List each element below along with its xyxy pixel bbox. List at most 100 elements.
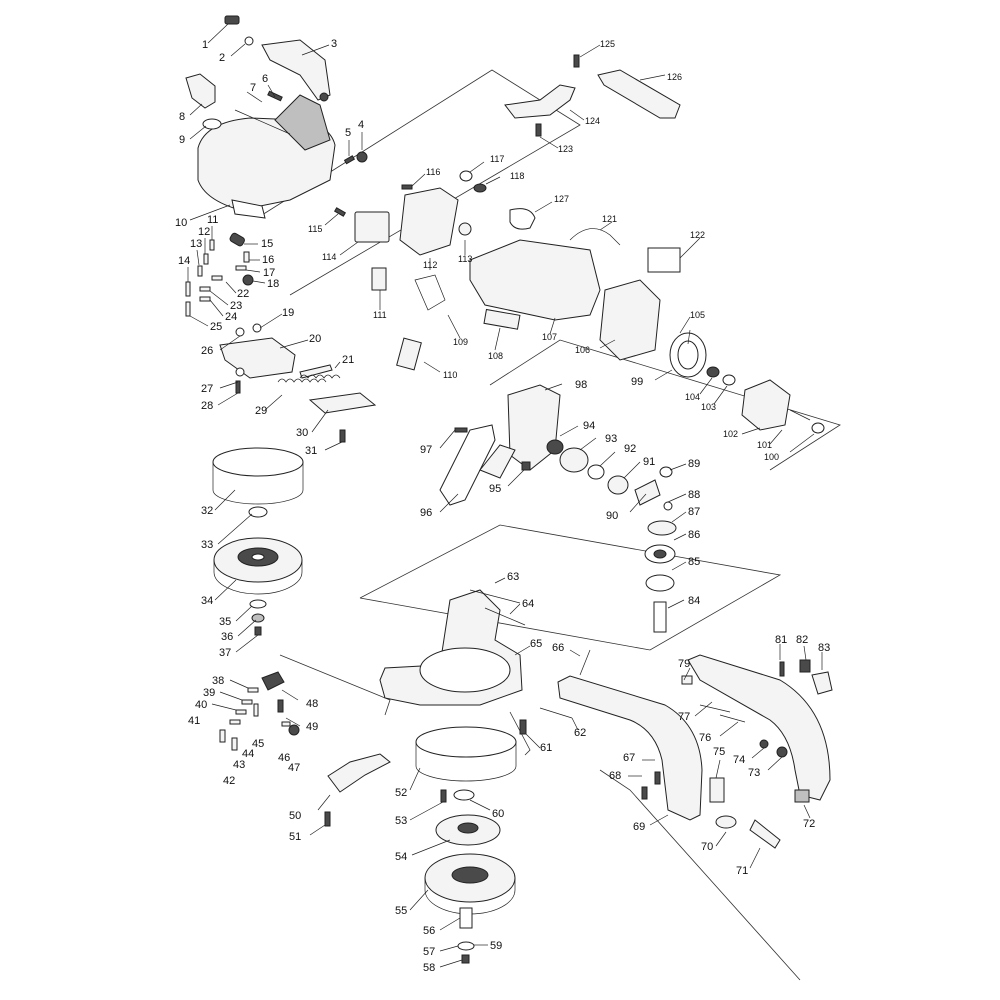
part-label-123: 123: [558, 144, 573, 154]
part-label-8: 8: [179, 111, 185, 123]
part-label-69: 69: [633, 821, 645, 833]
part-label-40: 40: [195, 699, 207, 711]
part-label-71: 71: [736, 865, 748, 877]
part-label-3: 3: [331, 38, 337, 50]
part-label-113: 113: [458, 254, 472, 264]
part-label-106: 106: [575, 345, 590, 355]
part-label-100: 100: [764, 452, 779, 462]
part-label-10: 10: [175, 217, 187, 229]
spring-29: [277, 378, 327, 383]
part-label-2: 2: [219, 52, 225, 64]
part-label-46: 46: [278, 752, 290, 764]
part-label-17: 17: [263, 267, 275, 279]
guard-72: [687, 654, 831, 801]
part-label-59: 59: [490, 940, 502, 952]
part-label-30: 30: [296, 427, 308, 439]
part-label-19: 19: [282, 307, 294, 319]
part-label-76: 76: [699, 732, 711, 744]
upper-cover-assembly: [185, 15, 368, 219]
part-label-102: 102: [723, 429, 738, 439]
part-label-39: 39: [203, 687, 215, 699]
part-label-110: 110: [443, 370, 457, 380]
part-label-11: 11: [207, 214, 218, 226]
part-label-27: 27: [201, 383, 213, 395]
part-label-84: 84: [688, 595, 700, 607]
part-label-16: 16: [262, 254, 274, 266]
part-label-118: 118: [510, 171, 524, 181]
assembly-frames: [261, 69, 841, 981]
lower-left-hardware: [219, 671, 391, 827]
part-label-98: 98: [575, 379, 587, 391]
bracket: [274, 94, 331, 151]
part-label-86: 86: [688, 529, 700, 541]
part-label-107: 107: [542, 332, 557, 342]
part-label-125: 125: [600, 39, 615, 49]
part-label-117: 117: [490, 154, 504, 164]
part-label-49: 49: [306, 721, 318, 733]
part-label-104: 104: [685, 392, 700, 402]
cover-96: [439, 424, 496, 506]
plate-30: [308, 392, 377, 414]
part-label-14: 14: [178, 255, 190, 267]
part-label-38: 38: [212, 675, 224, 687]
frame-assembly: [557, 649, 833, 849]
part-label-58: 58: [423, 962, 435, 974]
screw-6: [267, 90, 283, 102]
part-label-108: 108: [488, 351, 503, 361]
gear-assembly: [439, 384, 677, 633]
part-label-57: 57: [423, 946, 435, 958]
part-label-42: 42: [223, 775, 235, 787]
armature-102: [741, 379, 791, 431]
part-label-61: 61: [540, 742, 552, 754]
motor-housing-107: [469, 239, 601, 321]
part-label-87: 87: [688, 506, 700, 518]
knob: [185, 73, 216, 109]
part-label-22: 22: [237, 288, 249, 300]
stator-106: [599, 279, 661, 361]
part-label-5: 5: [345, 127, 351, 139]
part-label-1: 1: [202, 39, 208, 51]
part-label-97: 97: [420, 444, 432, 456]
part-label-36: 36: [221, 631, 233, 643]
part-label-73: 73: [748, 767, 760, 779]
base-assembly: [379, 589, 573, 964]
part-label-51: 51: [289, 831, 301, 843]
part-label-43: 43: [233, 759, 245, 771]
part-label-85: 85: [688, 556, 700, 568]
part-label-77: 77: [678, 711, 690, 723]
arm-lever: [261, 39, 331, 101]
part-label-64: 64: [522, 598, 534, 610]
part-label-94: 94: [583, 420, 595, 432]
motor-assembly: [333, 54, 681, 371]
part-label-95: 95: [489, 483, 501, 495]
part-label-124: 124: [585, 116, 600, 126]
part-label-9: 9: [179, 134, 185, 146]
part-label-50: 50: [289, 810, 301, 822]
part-label-65: 65: [530, 638, 542, 650]
part-label-35: 35: [219, 616, 231, 628]
part-label-7: 7: [250, 82, 256, 94]
part-label-116: 116: [426, 167, 440, 177]
part-label-105: 105: [690, 310, 705, 320]
part-label-70: 70: [701, 841, 713, 853]
part-label-67: 67: [623, 752, 635, 764]
upper-wheel-assembly: [212, 447, 304, 636]
part-label-15: 15: [261, 238, 273, 250]
part-label-81: 81: [775, 634, 787, 646]
part-label-112: 112: [423, 260, 437, 270]
part-label-29: 29: [255, 405, 267, 417]
part-label-66: 66: [552, 642, 564, 654]
screw-head: [224, 15, 240, 25]
part-label-54: 54: [395, 851, 407, 863]
frame-69: [557, 675, 703, 821]
part-label-92: 92: [624, 443, 636, 455]
part-label-6: 6: [262, 73, 268, 85]
part-label-79: 79: [678, 658, 690, 670]
part-label-88: 88: [688, 489, 700, 501]
part-label-13: 13: [190, 238, 202, 250]
part-label-101: 101: [757, 440, 772, 450]
part-label-47: 47: [288, 762, 300, 774]
pin-5: [343, 155, 356, 165]
part-label-75: 75: [713, 746, 725, 758]
part-label-23: 23: [230, 300, 242, 312]
